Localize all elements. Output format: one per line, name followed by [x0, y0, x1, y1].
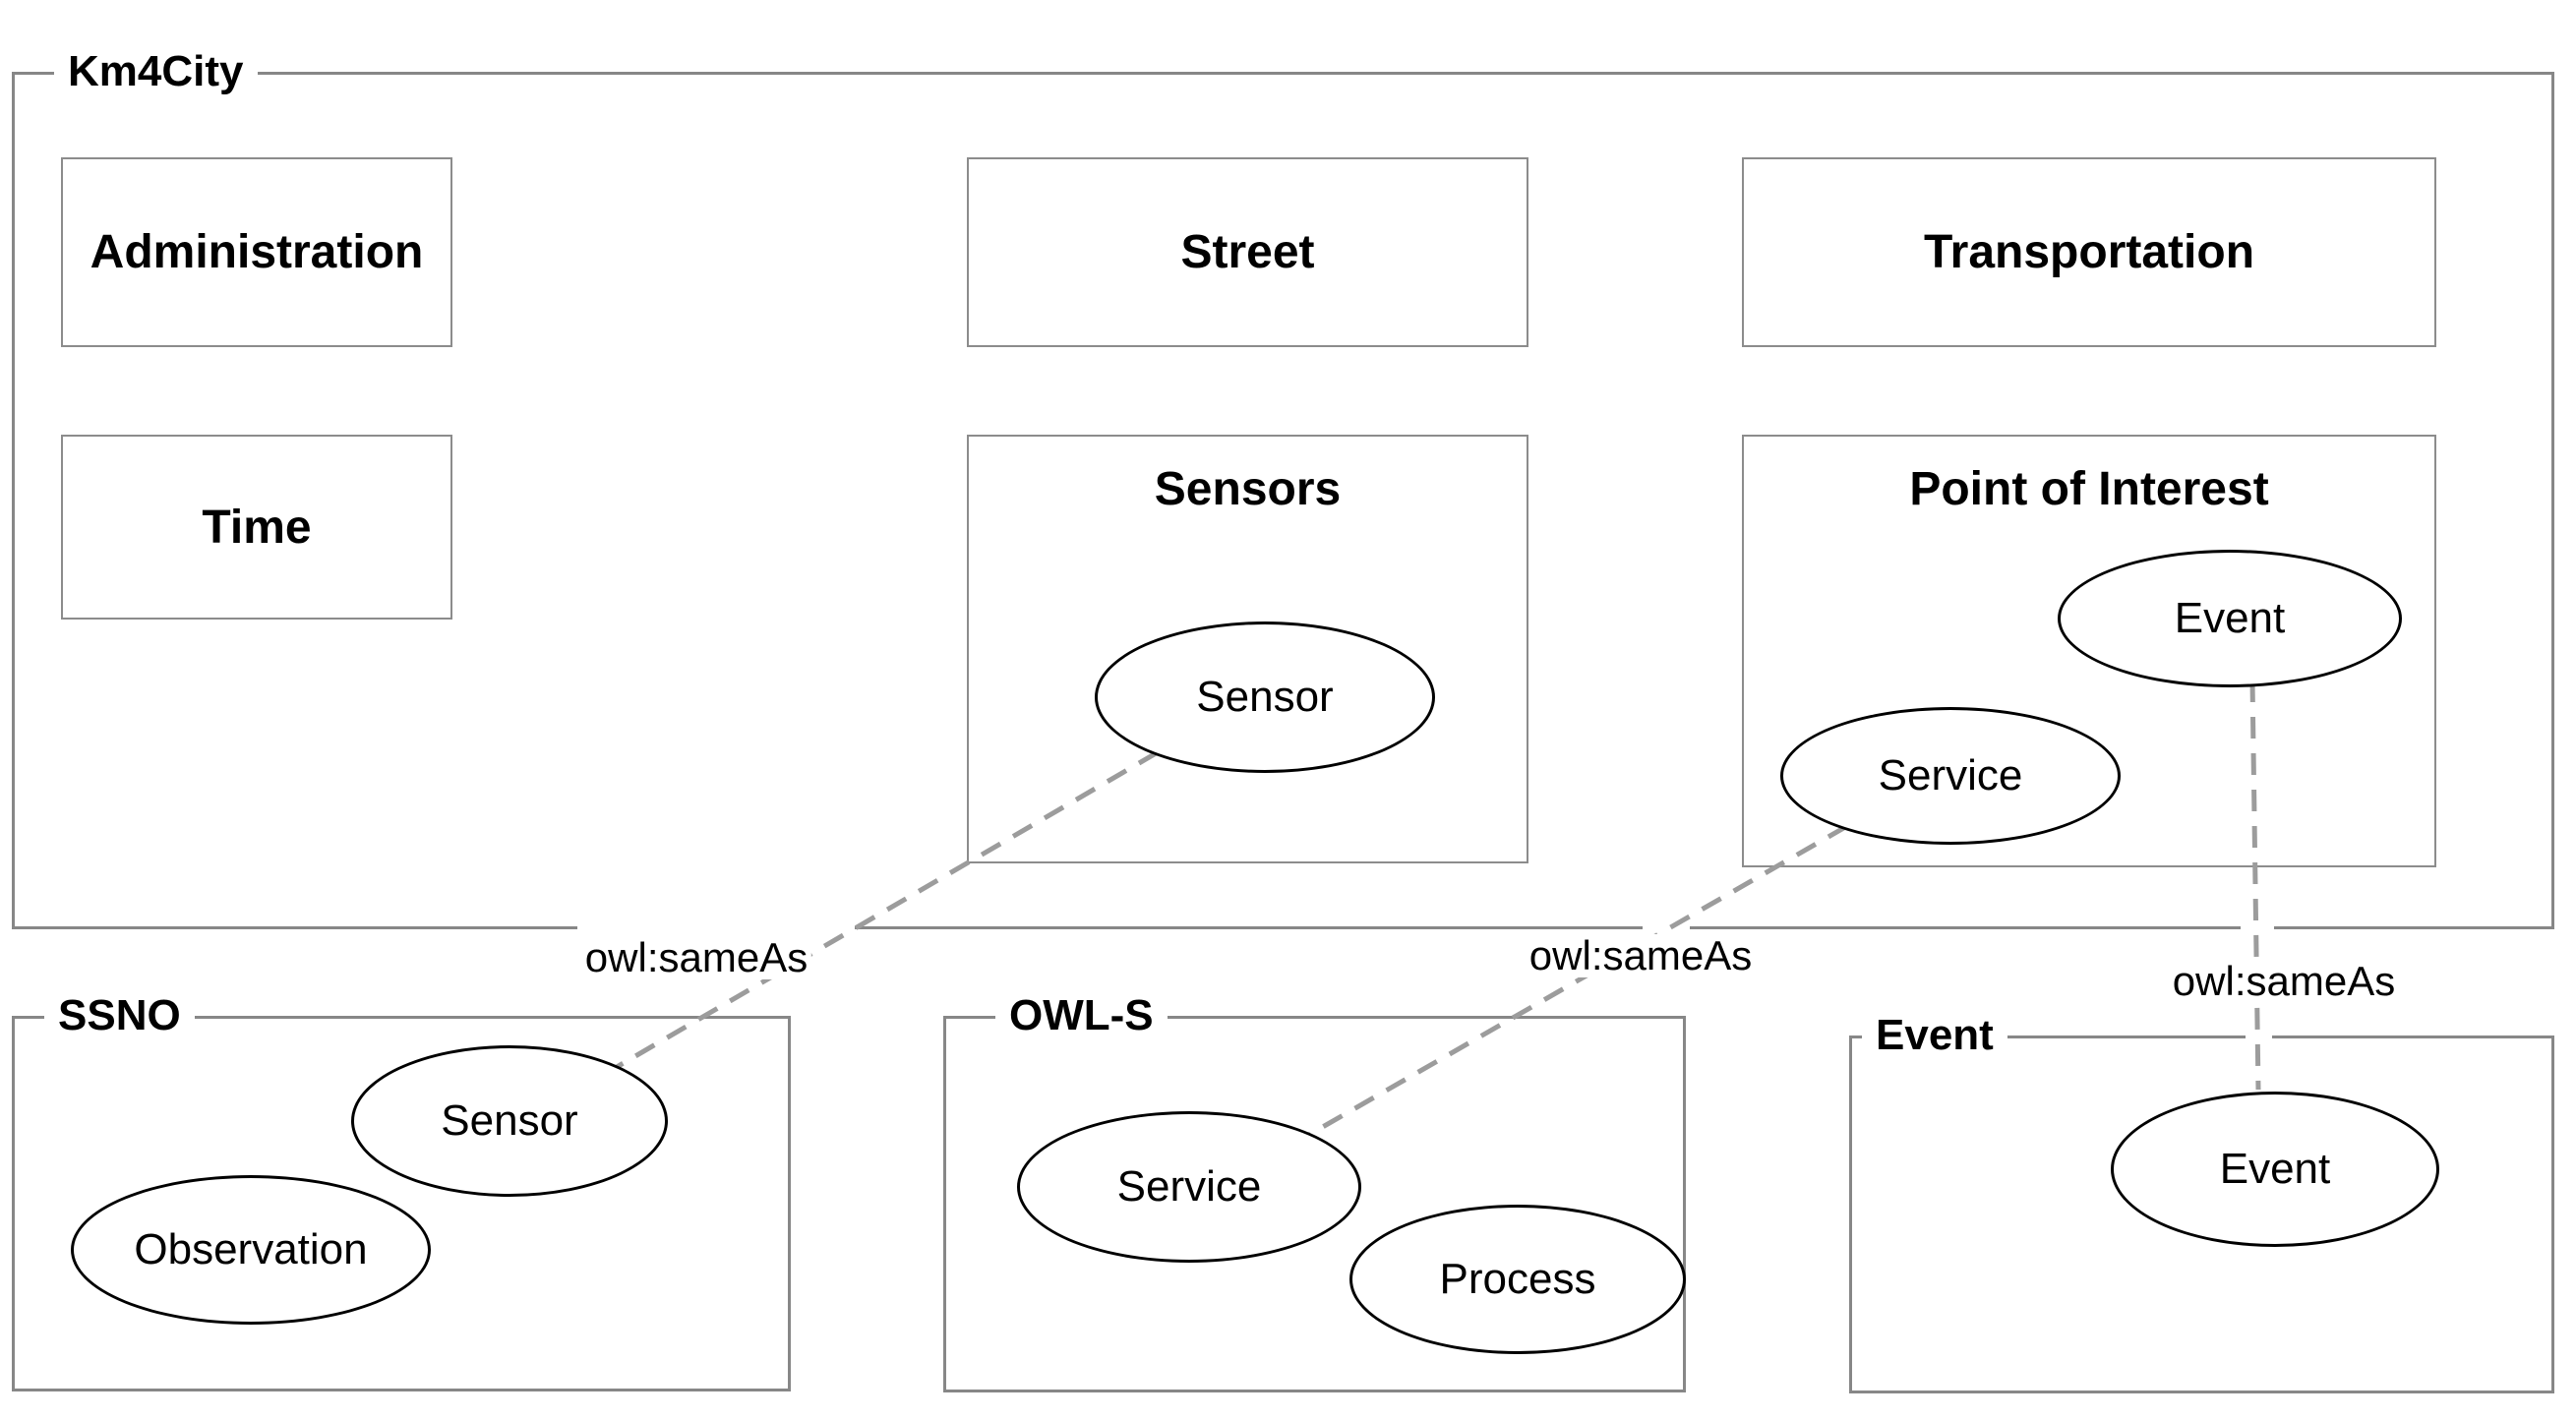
frame-title-km4city: Km4City [54, 47, 258, 96]
frame-title-event: Event [1862, 1011, 2007, 1060]
class-node-label-owls-process: Process [1439, 1255, 1596, 1303]
frame-box-ssno: SSNO [12, 991, 791, 1391]
border-gap-0 [577, 925, 855, 934]
category-box-time: Time [61, 435, 452, 620]
dashed-edge-sameas-sensor [615, 749, 1160, 1070]
category-box-sensors: Sensors [967, 435, 1528, 863]
class-node-ssno-sensor: Sensor [351, 1045, 668, 1197]
category-box-administration: Administration [61, 157, 452, 347]
edge-label-sameas-event: owl:sameAs [2168, 959, 2400, 1004]
category-box-point-of-interest: Point of Interest [1742, 435, 2436, 867]
class-node-label-event-event: Event [2219, 1145, 2331, 1193]
category-title-transportation: Transportation [1923, 226, 2255, 278]
category-title-administration: Administration [90, 226, 424, 278]
category-box-transportation: Transportation [1742, 157, 2436, 347]
class-node-ssno-observation: Observation [71, 1175, 431, 1325]
frame-title-ssno: SSNO [44, 991, 195, 1040]
category-title-street: Street [1180, 226, 1315, 278]
class-node-owls-process: Process [1349, 1205, 1686, 1354]
category-title-point-of-interest: Point of Interest [1909, 463, 2269, 515]
border-gap-2 [2241, 925, 2274, 934]
category-title-sensors: Sensors [1154, 463, 1342, 515]
class-node-label-owls-service: Service [1116, 1162, 1262, 1211]
class-node-label-ssno-sensor: Sensor [441, 1096, 578, 1145]
class-node-label-poi-event: Event [2174, 594, 2286, 642]
frame-box-event: Event [1849, 1011, 2554, 1393]
category-title-time: Time [202, 501, 312, 554]
class-node-event-event: Event [2111, 1092, 2439, 1247]
dashed-edge-sameas-service [1305, 823, 1849, 1139]
class-node-label-sensors-sensor: Sensor [1196, 673, 1334, 721]
dashed-edge-sameas-event [2249, 680, 2261, 1091]
frame-box-km4city: Km4City [12, 47, 2554, 929]
class-node-poi-event: Event [2058, 550, 2402, 687]
class-node-owls-service: Service [1017, 1111, 1361, 1263]
class-node-label-poi-service: Service [1878, 751, 2023, 799]
class-node-sensors-sensor: Sensor [1095, 621, 1435, 773]
class-node-label-ssno-observation: Observation [134, 1225, 368, 1273]
border-gap-3 [2246, 1032, 2272, 1040]
frame-box-owls: OWL-S [943, 991, 1686, 1392]
edge-label-sameas-service: owl:sameAs [1525, 933, 1757, 978]
frame-title-owls: OWL-S [995, 991, 1168, 1040]
class-node-poi-service: Service [1780, 707, 2121, 845]
edge-label-sameas-sensor: owl:sameAs [580, 935, 812, 980]
category-box-street: Street [967, 157, 1528, 347]
border-gap-1 [1643, 925, 1690, 934]
